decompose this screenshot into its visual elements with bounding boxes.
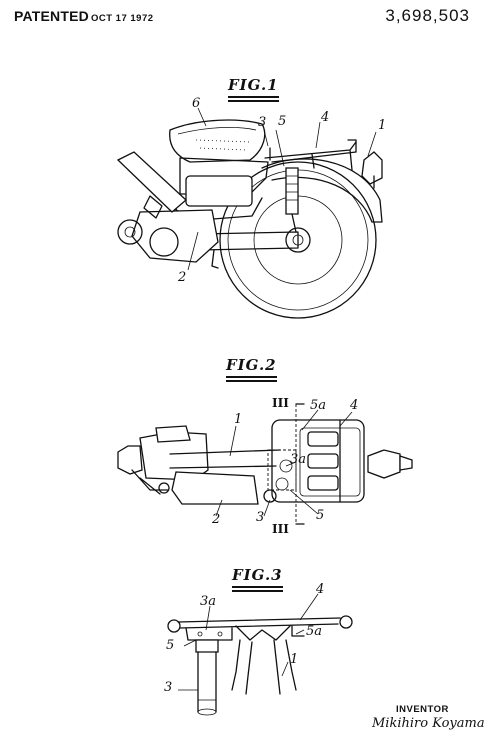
patent-date: OCT 17 1972 (90, 13, 154, 24)
fig3-ref-5: 5 (166, 638, 175, 653)
fig1-ref-5: 5 (278, 114, 287, 129)
fig1-ref-2: 2 (178, 270, 187, 285)
fig2-ref-3: 3 (256, 510, 265, 525)
patent-number: 3,698,503 (385, 6, 470, 25)
fig1-ref-4: 4 (321, 110, 330, 125)
fig3-ref-1: 1 (290, 652, 299, 667)
patented-label: PATENTED (14, 8, 89, 24)
fig2-ref-1: 1 (234, 412, 243, 427)
fig2-ref-3a: 3a (290, 452, 307, 467)
fig1-ref-6: 6 (192, 96, 201, 111)
inventor-name: Mikihiro Koyama (372, 716, 485, 731)
fig3-label: FIG.3 (232, 566, 283, 592)
fig1-label: FIG.1 (228, 76, 279, 102)
fig2-ref-5a: 5a (310, 398, 327, 413)
inventor-caption: INVENTOR (396, 704, 449, 715)
fig3-ref-3a: 3a (200, 594, 217, 609)
fig2-ref-2: 2 (212, 512, 221, 527)
fig2-section-top: III (272, 396, 289, 410)
fig2-label: FIG.2 (226, 356, 277, 382)
fig3-ref-3: 3 (164, 680, 173, 695)
fig1-ref-3: 3 (258, 115, 267, 130)
fig3-ref-5a: 5a (306, 624, 323, 639)
fig1-ref-1: 1 (378, 118, 387, 133)
fig2-ref-5: 5 (316, 508, 325, 523)
fig2-section-bottom: III (272, 522, 289, 536)
fig3-ref-4: 4 (316, 582, 325, 597)
fig2-ref-4: 4 (350, 398, 359, 413)
